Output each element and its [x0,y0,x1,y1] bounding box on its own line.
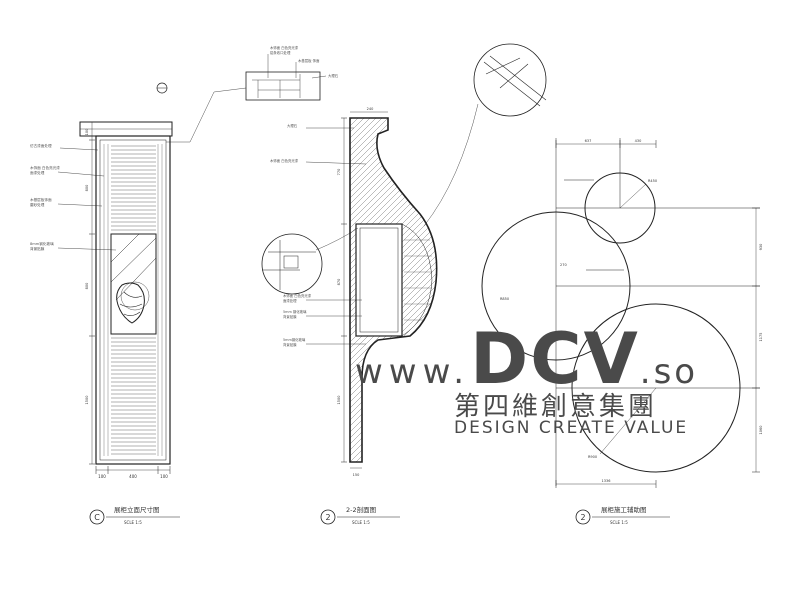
view-marker-c [89,509,105,525]
svg-text:铝条收口处理: 铝条收口处理 [270,50,291,55]
svg-text:木基层板饰面: 木基层板饰面 [30,197,52,202]
view-2a-id: 2 [325,513,330,522]
view-c-dim-l3: 1500 [85,396,89,405]
view-2a-dim-l1: 870 [337,279,341,286]
svg-text:磨砂处理: 磨砂处理 [30,202,45,207]
view-c-title: 展柜立面尺寸图 [114,505,160,514]
view-2a-dim-t0: 240 [367,107,374,111]
view-2a-dim-l2: 1500 [337,396,341,405]
svg-text:大理石: 大理石 [287,123,298,128]
detail-box [245,71,321,101]
svg-text:仿古漆面处理: 仿古漆面处理 [30,143,52,148]
svg-text:木基层板 饰面: 木基层板 饰面 [298,58,320,63]
view-2b-dim-inner: 270 [560,263,567,267]
cabinet-outline [95,135,171,465]
svg-text:8mm钢化玻璃: 8mm钢化玻璃 [30,241,54,246]
view-2b-dim-r0: 930 [759,244,763,251]
detail-bubble [261,233,323,295]
watermark-tld: .so [639,352,699,392]
display-niche [110,233,157,335]
view-2b-radius-2: R900 [588,455,597,459]
svg-text:木饰面 白色亮光漆: 木饰面 白色亮光漆 [283,293,312,298]
view-2b-dim-r1: 1175 [759,333,763,342]
svg-text:5mm钢化玻璃: 5mm钢化玻璃 [283,337,306,342]
view-c-dim-b1: 400 [129,474,137,479]
title-blocks [89,509,670,525]
view-2b-radius-1: R850 [500,297,509,301]
view-marker-2a [320,509,336,525]
watermark-www: www. [355,352,471,392]
view-c-dim-l0: 100 [85,129,89,136]
svg-text:木饰面 白色亮光漆: 木饰面 白色亮光漆 [30,165,60,170]
view-2b-title: 展柜施工辅助图 [601,505,647,514]
view-2b-dim-b0: 1336 [602,479,611,483]
vase-motif [116,282,145,324]
view-2a-scale: SCLE 1:5 [352,520,370,525]
view-2a-dim-b0: 150 [353,473,360,477]
svg-text:背景贴膜: 背景贴膜 [30,246,45,251]
view-2b-dim-t0: 637 [585,139,592,143]
view-c-scale: SCLE 1:5 [124,520,142,525]
watermark-brand: DCV [470,318,640,400]
view-2b-dim-t1: 430 [635,139,642,143]
view-c-dim-b2: 100 [160,474,168,479]
svg-text:5mm 钢化玻璃: 5mm 钢化玻璃 [283,309,307,314]
view-c-id: C [94,513,100,522]
construction-aid-view [481,138,760,488]
view-c-dim-l1: 800 [85,185,89,192]
view-2b-id: 2 [580,513,585,522]
cabinet-section-outline [349,117,438,463]
svg-text:背景贴膜: 背景贴膜 [283,314,297,319]
svg-text:面漆处理: 面漆处理 [30,170,45,175]
display-cavity [355,223,403,337]
view-c-dim-l2: 800 [85,283,89,290]
svg-text:背景贴膜: 背景贴膜 [283,342,297,347]
watermark-tagline: DESIGN CREATE VALUE [454,418,689,438]
view-2b-scale: SCLE 1:5 [610,520,628,525]
view-2b-radius-0: R450 [648,179,657,183]
view-2a-title: 2-2剖面图 [346,505,376,514]
watermark-domain: www.DCV.so [355,318,698,400]
svg-text:面漆处理: 面漆处理 [283,298,297,303]
detail-bubble-top [473,43,547,117]
view-c-dim-b0: 100 [98,474,106,479]
svg-text:大理石: 大理石 [328,73,339,78]
svg-text:木饰面 白色亮光漆: 木饰面 白色亮光漆 [270,45,299,50]
view-2a-dim-l0: 770 [337,169,341,176]
watermark-chinese: 第四維創意集團 [454,392,658,422]
svg-text:木饰面 白色亮光漆: 木饰面 白色亮光漆 [270,158,299,163]
view-2b-dim-r2: 1060 [759,426,763,435]
view-marker-2b [575,509,591,525]
